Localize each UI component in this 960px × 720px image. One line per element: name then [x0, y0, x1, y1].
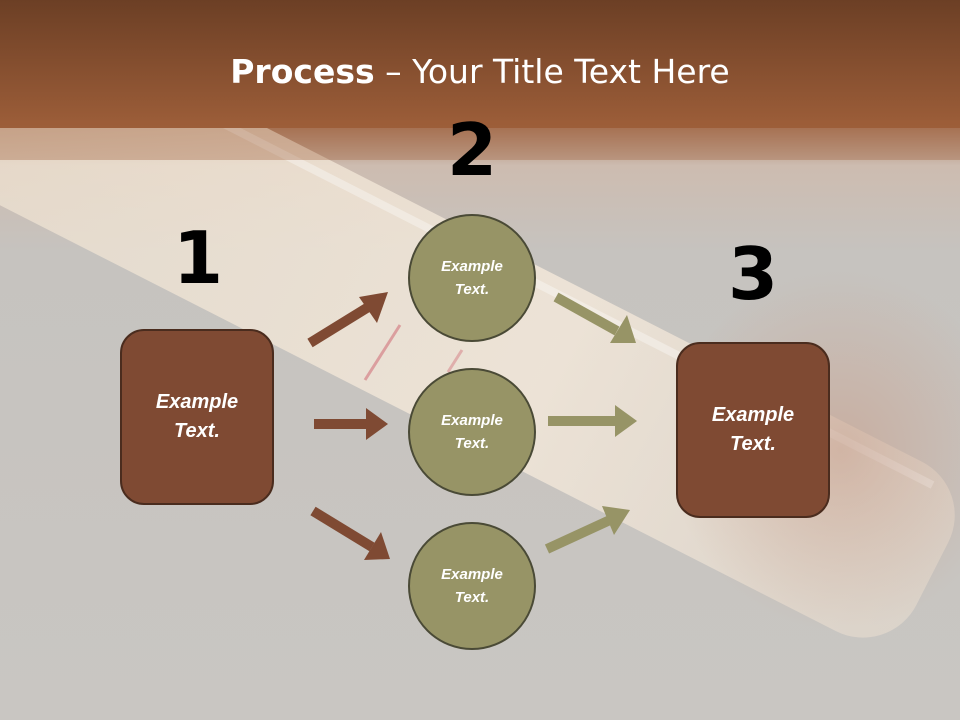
- step-2-label-top: Example Text.: [441, 258, 503, 298]
- arrow-1-to-2-middle: [314, 408, 388, 440]
- step-2-label-middle: Example Text.: [441, 412, 503, 452]
- step-1-label: Example Text.: [155, 391, 239, 442]
- step-2-circle-bottom: Example Text.: [408, 522, 536, 650]
- arrow-2-top-to-3: [553, 292, 636, 343]
- arrow-2-middle-to-3: [548, 405, 637, 437]
- step-2-circle-middle: Example Text.: [408, 368, 536, 496]
- step-2-label-bottom: Example Text.: [441, 566, 503, 606]
- arrow-2-bottom-to-3: [544, 506, 630, 554]
- arrow-1-to-2-bottom: [310, 506, 390, 560]
- title-bold-part: Process: [230, 52, 375, 91]
- step-number-3: 3: [727, 232, 779, 316]
- step-1-box: Example Text.: [120, 329, 274, 505]
- arrow-1-to-2-top: [307, 292, 388, 348]
- title-rest: – Your Title Text Here: [374, 52, 730, 91]
- step-3-box: Example Text.: [676, 342, 830, 518]
- step-3-label: Example Text.: [711, 404, 795, 455]
- slide-title: Process – Your Title Text Here: [0, 52, 960, 91]
- step-number-2: 2: [446, 108, 498, 192]
- step-number-1: 1: [172, 216, 224, 300]
- step-2-circle-top: Example Text.: [408, 214, 536, 342]
